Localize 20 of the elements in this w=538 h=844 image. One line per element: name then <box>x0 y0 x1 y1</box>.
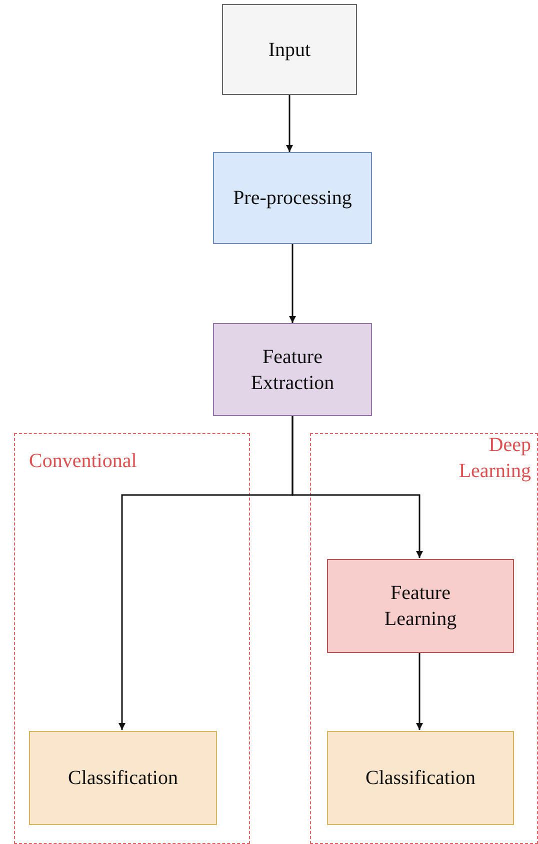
dashed-group-region <box>14 433 250 844</box>
arrow <box>289 244 296 323</box>
process-box <box>29 731 217 825</box>
process-box <box>222 4 357 95</box>
box-label: Feature Extraction <box>250 344 336 396</box>
process-box <box>213 323 372 416</box>
box-label: Classification <box>68 766 178 791</box>
dashed-group-region <box>310 433 538 844</box>
box-label: Feature Learning <box>383 581 458 632</box>
box-label: Pre-processing <box>233 186 352 211</box>
arrow <box>292 416 423 558</box>
group-label: Conventional <box>29 449 137 474</box>
arrow <box>416 652 423 730</box>
process-box <box>213 152 372 244</box>
arrow <box>286 95 293 152</box>
group-label: Deep Learning <box>458 433 531 484</box>
process-box <box>327 559 514 653</box>
box-label: Input <box>268 38 311 62</box>
box-label: Classification <box>366 766 476 791</box>
process-box <box>327 731 514 825</box>
